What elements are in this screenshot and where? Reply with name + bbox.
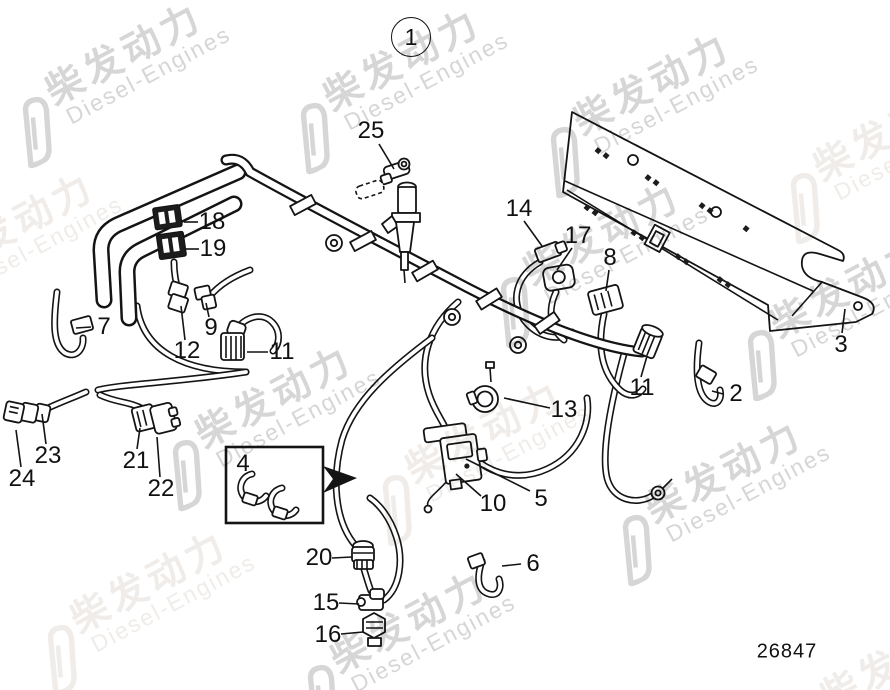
bracket-clip-marks <box>583 147 750 289</box>
assembly-callout-number: 1 <box>404 23 418 50</box>
connector-13 <box>465 361 499 413</box>
elbow-fitting-15 <box>356 588 385 611</box>
detail-box-4 <box>224 445 357 525</box>
connector-21-22 <box>130 401 182 435</box>
connector-18-19-block <box>152 204 187 261</box>
bracket-panel <box>562 111 875 332</box>
sensor-16 <box>362 612 386 647</box>
connector-8 <box>587 284 624 316</box>
sensor-10-5 <box>422 422 488 491</box>
injector <box>355 157 421 284</box>
harness-wires <box>44 262 652 600</box>
connector-17 <box>542 263 576 292</box>
connector-20 <box>351 540 375 570</box>
connector-12 <box>167 280 189 314</box>
connector-24-23 <box>2 400 52 424</box>
hook-clip-2 <box>696 343 721 403</box>
hook-clip-7 <box>55 292 94 355</box>
trunk-clamps <box>289 194 561 335</box>
connector-14 <box>533 240 568 264</box>
connector-9 <box>193 284 218 311</box>
connector-11-right <box>632 324 664 360</box>
drawing-number: 26847 <box>756 640 818 663</box>
ring-terminal <box>650 478 673 501</box>
clip-parts <box>241 474 296 521</box>
hook-clip-6 <box>467 552 500 595</box>
assembly-callout: 1 <box>391 17 431 57</box>
connector-11-left <box>220 319 247 361</box>
